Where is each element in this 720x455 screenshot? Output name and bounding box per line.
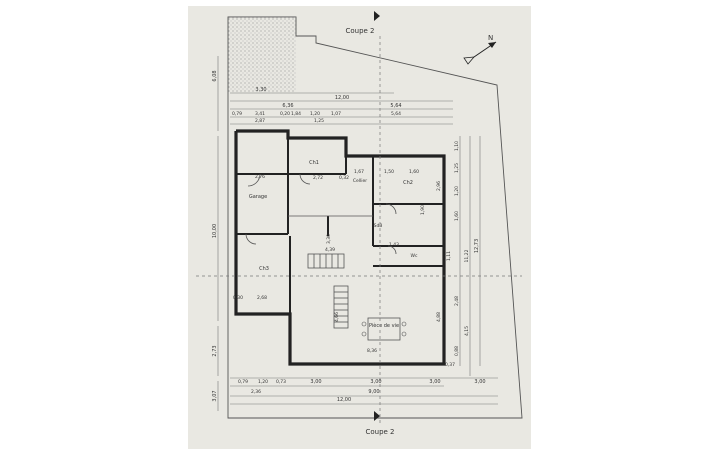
- dim-r-2-72: 2,72: [313, 175, 323, 181]
- dim-right-1-11: 1,11: [446, 251, 452, 261]
- dim-right-0-88: 0,88: [454, 346, 460, 356]
- section-label-top: Coupe 2: [345, 27, 374, 35]
- dim-right-1-25: 1,25: [454, 163, 460, 173]
- room-ch3: Ch3: [259, 266, 269, 272]
- plan-sheet: Coupe 2 Coupe 2 N 3,30 12,00 6,36 5,64 0…: [188, 6, 531, 449]
- dim-top-3-41: 3,41: [255, 111, 265, 117]
- dim-right-1-10: 1,10: [454, 141, 460, 151]
- dim-top-1-84: 1,84: [291, 111, 301, 117]
- house-outer-wall: [234, 129, 446, 366]
- room-ch1: Ch1: [309, 160, 319, 166]
- dim-r-3-30: 3,30: [326, 234, 332, 244]
- floor-plan: Coupe 2 Coupe 2 N 3,30 12,00 6,36 5,64 0…: [196, 11, 523, 436]
- dim-top-6-36: 6,36: [282, 103, 293, 109]
- dim-r-4-39: 4,39: [325, 247, 335, 253]
- dim-top-5-64b: 5,64: [391, 111, 401, 117]
- dim-r-1-50: 1,50: [384, 169, 394, 175]
- dim-top-5-64: 5,64: [390, 103, 401, 109]
- dim-r-2-68: 2,68: [257, 295, 267, 301]
- dim-bottom-3-00b: 3,00: [370, 379, 381, 385]
- room-wc: Wc: [411, 253, 418, 259]
- dim-r-4-66: 4,66: [334, 312, 340, 322]
- dining-table: [361, 317, 407, 341]
- dim-left-0-30: 0,30: [233, 295, 243, 301]
- dim-r-1-67: 1,67: [354, 169, 364, 175]
- room-garage: Garage: [249, 194, 267, 200]
- dim-r-0-32: 0,32: [339, 175, 349, 181]
- dim-right-3-00: 3,00: [474, 379, 485, 385]
- section-marker-bottom-icon: [374, 411, 380, 421]
- room-piece-de-vie: Pièce de vie: [369, 322, 399, 329]
- room-ch2: Ch2: [403, 180, 413, 186]
- section-label-bottom: Coupe 2: [365, 428, 394, 436]
- stairs: [307, 253, 349, 329]
- dim-top-0-79: 0,79: [232, 111, 242, 117]
- dim-r-1-90: 1,90: [420, 205, 426, 215]
- dim-bottom-0-73: 0,73: [276, 379, 286, 385]
- dim-top-1-07: 1,07: [331, 111, 341, 117]
- dim-left-2-73: 2,73: [212, 345, 218, 356]
- dim-right-0-37: 0,37: [445, 362, 455, 368]
- dim-bottom-12-00: 12,00: [337, 397, 351, 403]
- dim-right-11-22: 11,22: [464, 249, 470, 262]
- dim-right-1-20: 1,20: [454, 186, 460, 196]
- dim-right-1-60: 1,60: [454, 211, 460, 221]
- dim-r-4-88: 4,88: [436, 312, 442, 322]
- section-marker-top-icon: [374, 11, 380, 21]
- dim-left-10-00: 10,00: [212, 224, 218, 238]
- dim-bottom-9-00: 9,00: [368, 389, 379, 395]
- dim-right-4-15: 4,15: [464, 326, 470, 336]
- dim-r-1-60: 1,60: [409, 169, 419, 175]
- dim-right-2-48: 2,48: [454, 296, 460, 306]
- dim-r-2-76: 2,76: [255, 174, 265, 180]
- dim-top-3-30: 3,30: [255, 87, 266, 93]
- dim-top-1-20: 1,20: [310, 111, 320, 117]
- dim-r-8-36: 8,36: [367, 348, 377, 354]
- dim-r-2-96: 2,96: [436, 181, 442, 191]
- dim-bottom-3-00a: 3,00: [310, 379, 321, 385]
- dim-left-6-08: 6,08: [212, 70, 218, 81]
- dim-top-1-25: 1,25: [314, 118, 324, 124]
- dim-top-12: 12,00: [335, 95, 349, 101]
- dim-bottom-0-79: 0,79: [238, 379, 248, 385]
- dim-top-2-87: 2,87: [255, 118, 265, 124]
- room-cellier: Cellier: [353, 178, 367, 184]
- north-label: N: [488, 34, 493, 42]
- dim-bottom-3-00c: 3,00: [429, 379, 440, 385]
- dim-left-3-07: 3,07: [212, 390, 218, 401]
- dim-right-12-73: 12,73: [474, 239, 480, 253]
- dim-top-0-20: 0,20: [280, 111, 290, 117]
- room-sdb: SdB: [374, 223, 383, 229]
- garden-zone: [228, 17, 296, 92]
- dim-r-1-43: 1,43: [389, 242, 399, 248]
- north-arrow-icon: [463, 41, 497, 65]
- dim-bottom-1-20: 1,20: [258, 379, 268, 385]
- dim-bottom-2-36: 2,36: [251, 389, 261, 395]
